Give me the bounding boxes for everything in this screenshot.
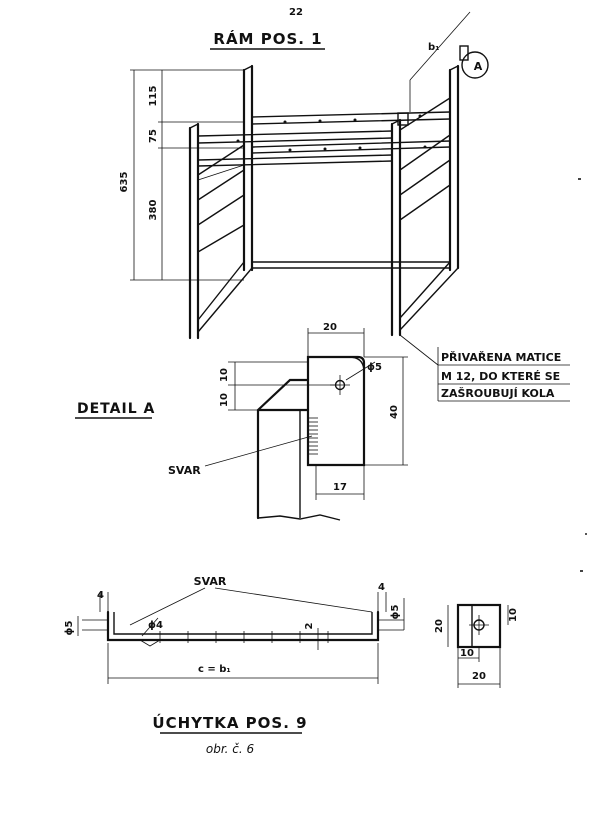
frame-middle-front-rail — [197, 154, 393, 167]
frame-front-left-post-cap — [189, 123, 199, 129]
frame-drawing — [188, 64, 460, 340]
clip-weld-label: SVAR — [194, 575, 227, 588]
frame-dimensions: 635 115 75 380 b₁ A — [119, 11, 489, 281]
detail-dim-10-bottom: 10 — [219, 393, 230, 407]
clip-weld-leader-left — [129, 587, 206, 626]
detail-weld-label: SVAR — [168, 464, 201, 477]
callout-a-circle — [461, 51, 489, 79]
frame-left-side-slats — [197, 144, 245, 253]
clip-hole-marks — [159, 631, 329, 643]
detail-dimensions: 20 ϕ5 10 10 40 17 SVAR — [168, 322, 408, 500]
scan-marks — [578, 178, 587, 572]
clip-drawing — [82, 610, 404, 647]
figure-caption: obr. č. 6 — [206, 742, 255, 756]
frame-right-side-slats — [399, 97, 451, 221]
clip-dim-phi4: ϕ4 — [148, 620, 163, 631]
frame-upper-front-rail — [197, 130, 393, 144]
side-dim-20-h: 20 — [472, 671, 486, 682]
frame-rail-holes — [236, 114, 427, 152]
frame-bottom-rear-rail — [252, 261, 450, 269]
clip-weld-fill — [139, 639, 161, 647]
clip-dim-left-phi5: ϕ5 — [64, 620, 75, 635]
clip-channel-outer — [106, 610, 380, 642]
detail-dim-17: 17 — [333, 482, 347, 493]
callout-a-tab — [459, 45, 469, 61]
detail-title: DETAIL A — [77, 401, 155, 417]
frame-rear-right-post — [448, 64, 460, 272]
dim-115: 115 — [148, 86, 159, 107]
clip-side-view: 20 10 10 20 — [434, 603, 519, 688]
frame-left-bottom-brace — [197, 261, 253, 333]
side-dim-20-v: 20 — [434, 619, 445, 633]
frame-upper-rear-rail — [251, 111, 451, 125]
side-dim-10-v: 10 — [508, 608, 519, 622]
clip-weld-leader-right — [214, 587, 373, 613]
frame-rear-left-post — [242, 64, 254, 272]
frame-middle-rear-rail — [251, 140, 451, 154]
dim-75: 75 — [148, 129, 159, 143]
dim-635: 635 — [119, 172, 130, 193]
detail-weld-marks — [308, 417, 318, 455]
note-leader — [399, 334, 439, 366]
dim-380: 380 — [148, 200, 159, 221]
frame-front-right-post — [390, 118, 402, 337]
clip-dim-c: c = b₁ — [198, 664, 231, 675]
frame-rear-left-post-cap — [243, 65, 253, 71]
frame-front-left-post — [188, 122, 200, 340]
frame-title: RÁM POS. 1 — [213, 29, 322, 48]
detail-weld-leader — [204, 435, 313, 467]
page-number: 22 — [289, 7, 303, 18]
dim-b1: b₁ — [428, 42, 440, 53]
detail-drawing — [256, 355, 366, 521]
detail-dim-40: 40 — [389, 405, 400, 419]
frame-rear-right-post-cap — [449, 65, 459, 71]
detail-dim-hole: ϕ5 — [367, 362, 382, 373]
clip-dimensions: 4 4 ϕ5 ϕ5 ϕ4 2 c = b₁ — [64, 582, 405, 684]
detail-plate — [306, 355, 366, 467]
frame-left-slat-edge — [197, 164, 245, 181]
detail-dim-10-top: 10 — [219, 368, 230, 382]
clip-dim-left-4: 4 — [97, 590, 104, 601]
clip-channel-inner — [113, 612, 373, 635]
callout-a-label: A — [474, 60, 483, 73]
note-line-1: PŘIVAŘENA MATICE — [441, 351, 561, 364]
clip-dim-2: 2 — [304, 622, 315, 629]
frame-mount-tab — [397, 112, 409, 126]
note-line-2: M 12, DO KTERÉ SE — [441, 370, 560, 383]
note-line-3: ZAŠROUBUJÍ KOLA — [441, 387, 555, 400]
detail-dim-20: 20 — [323, 322, 337, 333]
clip-dim-right-4: 4 — [378, 582, 385, 593]
clip-dim-right-phi5: ϕ5 — [390, 604, 401, 619]
side-dim-10-h: 10 — [460, 648, 474, 659]
frame-right-bottom-brace — [399, 261, 459, 331]
detail-note: PŘIVAŘENA MATICE M 12, DO KTERÉ SE ZAŠRO… — [399, 334, 570, 402]
detail-break-line — [257, 514, 341, 521]
clip-title: ÚCHYTKA POS. 9 — [152, 713, 307, 732]
